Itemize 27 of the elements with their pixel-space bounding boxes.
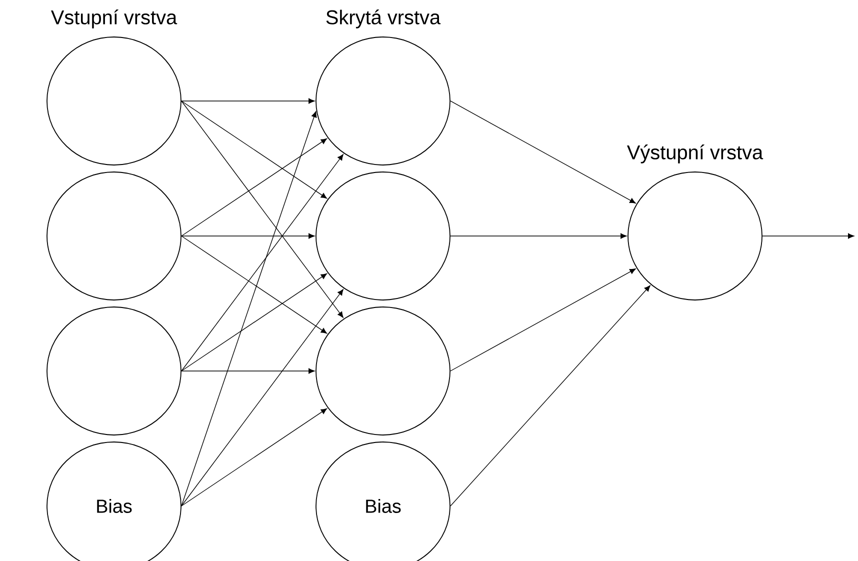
neuron-ellipse	[316, 36, 450, 166]
arrow	[181, 236, 328, 334]
arrow	[181, 233, 315, 239]
arrow	[181, 154, 344, 372]
arrow	[450, 268, 636, 372]
arrow	[181, 100, 328, 199]
arrow	[181, 98, 315, 104]
neuron-ellipse	[46, 36, 182, 166]
layer-label: Výstupní vrstva	[627, 144, 764, 164]
arrow	[762, 233, 854, 239]
arrow	[181, 408, 328, 506]
neuron-ellipse	[46, 306, 182, 436]
neuron-ellipse	[46, 172, 182, 300]
arrow	[450, 233, 627, 239]
arrow	[450, 100, 636, 204]
neuron-ellipse	[316, 306, 450, 436]
arrow	[181, 111, 317, 506]
arrow	[181, 100, 344, 318]
arrow	[450, 285, 650, 506]
arrow	[181, 138, 328, 236]
neuron-ellipse	[628, 172, 762, 300]
arrow	[181, 273, 328, 372]
neuron-ellipse	[316, 172, 450, 300]
arrow	[181, 289, 344, 506]
layer-label: Vstupní vrstva	[50, 10, 178, 28]
layer-label: Skrytá vrstva	[326, 10, 441, 28]
arrow	[181, 368, 315, 374]
